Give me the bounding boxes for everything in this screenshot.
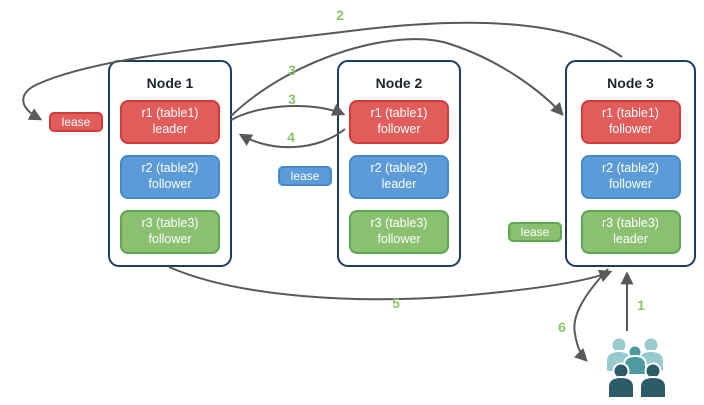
node-3-title: Node 3 bbox=[607, 75, 654, 91]
replica-label: r3 (table3) bbox=[370, 216, 428, 231]
replica-role: follower bbox=[148, 232, 192, 246]
step-label-3b: 3 bbox=[288, 91, 296, 107]
replica-role: follower bbox=[377, 122, 421, 136]
replica-role: leader bbox=[613, 232, 648, 246]
replica-label: r1 (table1) bbox=[370, 106, 428, 121]
lease-badge-table3: lease bbox=[508, 222, 562, 242]
node-1-replica-r1: r1 (table1) leader bbox=[120, 100, 220, 144]
step-label-3a: 3 bbox=[288, 62, 296, 78]
replica-role: leader bbox=[381, 177, 417, 191]
step-label-6: 6 bbox=[558, 319, 566, 335]
replica-role: follower bbox=[608, 122, 653, 136]
arrow-step5-node1-to-node3 bbox=[168, 266, 613, 301]
step-label-1: 1 bbox=[637, 297, 645, 313]
replica-label: r2 (table2) bbox=[141, 161, 199, 176]
users-group-icon bbox=[605, 336, 667, 399]
node-1: Node 1 r1 (table1) leader r2 (table2) fo… bbox=[108, 60, 232, 267]
node-2-title: Node 2 bbox=[375, 75, 423, 91]
replica-role: follower bbox=[608, 177, 653, 191]
node-3-replica-r3: r3 (table3) leader bbox=[580, 210, 681, 254]
step-label-2: 2 bbox=[336, 7, 344, 23]
replica-label: r1 (table1) bbox=[141, 106, 199, 121]
replica-label: r1 (table1) bbox=[602, 106, 659, 121]
replica-label: r3 (table3) bbox=[602, 216, 659, 231]
step-label-4: 4 bbox=[287, 129, 295, 145]
lease-badge-table2: lease bbox=[278, 166, 332, 186]
step-label-5: 5 bbox=[392, 295, 400, 311]
replica-label: r2 (table2) bbox=[602, 161, 659, 176]
node-2-replica-r1: r1 (table1) follower bbox=[349, 100, 449, 144]
replica-role: follower bbox=[377, 232, 421, 246]
node-1-title: Node 1 bbox=[146, 75, 194, 91]
node-3-replica-r2: r2 (table2) follower bbox=[580, 155, 681, 199]
node-3: Node 3 r1 (table1) follower r2 (table2) … bbox=[565, 60, 696, 267]
arrow-step3-node1-to-node2 bbox=[230, 103, 346, 121]
node-1-replica-r2: r2 (table2) follower bbox=[120, 155, 220, 199]
replica-role: leader bbox=[152, 122, 188, 136]
replica-role: follower bbox=[148, 177, 192, 191]
replica-label: r2 (table2) bbox=[370, 161, 428, 176]
node-2: Node 2 r1 (table1) follower r2 (table2) … bbox=[337, 60, 461, 267]
lease-badge-table1: lease bbox=[49, 112, 103, 132]
node-3-replica-r1: r1 (table1) follower bbox=[580, 100, 681, 144]
node-2-replica-r3: r3 (table3) follower bbox=[349, 210, 449, 254]
arrow-step6-node3-to-clients bbox=[573, 268, 609, 362]
node-2-replica-r2: r2 (table2) leader bbox=[349, 155, 449, 199]
node-1-replica-r3: r3 (table3) follower bbox=[120, 210, 220, 254]
replica-label: r3 (table3) bbox=[141, 216, 199, 231]
